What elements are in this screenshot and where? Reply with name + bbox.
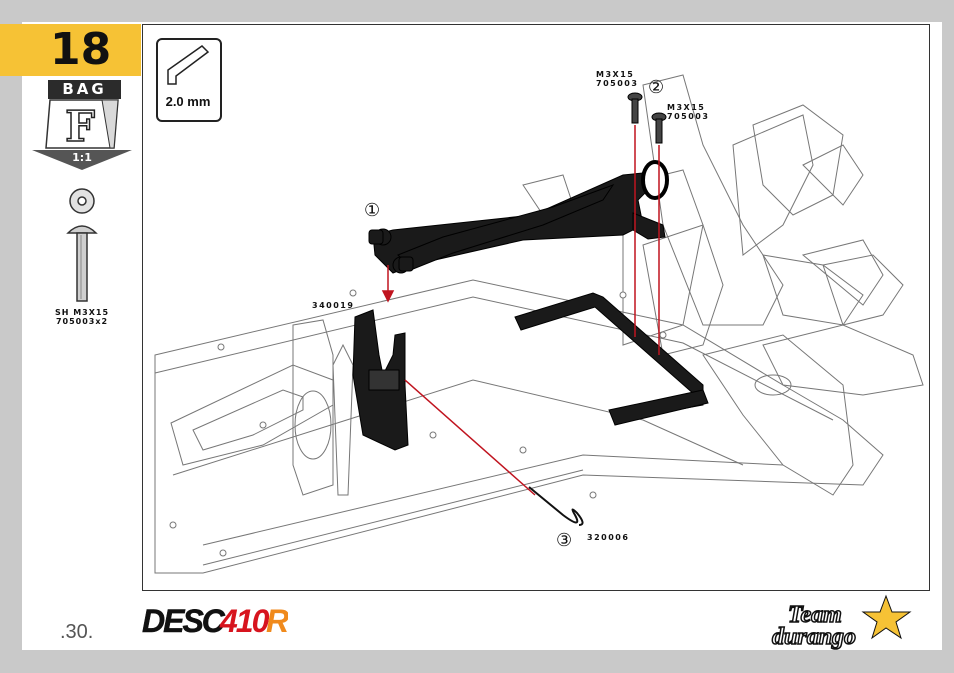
tool-size-label: 2.0 mm [165, 94, 211, 109]
part-name: SH M3X15 [54, 308, 110, 317]
assembly-illustration [143, 25, 928, 588]
screw-code: 705003 [596, 79, 639, 88]
bag-icon: F [44, 98, 124, 150]
part-code: 705003x2 [55, 317, 109, 326]
tool-box [156, 38, 222, 122]
scale-arrow-icon [32, 150, 132, 172]
screw-name: M3X15 [667, 103, 706, 112]
svg-text:410: 410 [219, 603, 270, 639]
washer-and-screw-icon [66, 188, 98, 302]
hex-key-icon [167, 45, 210, 85]
screw-name: M3X15 [596, 70, 635, 79]
bag-letter: F [65, 102, 95, 150]
svg-text:DESC: DESC [142, 603, 226, 639]
step-badge [0, 24, 141, 76]
step-marker-1: ① [364, 200, 381, 221]
parts-list-item: SH M3X15 705003x2 [44, 308, 120, 326]
svg-text:R: R [266, 603, 288, 639]
screw-code: 705003 [667, 112, 710, 121]
bag-label: BAG [48, 80, 121, 99]
desc410r-logo: DESC 410 R [142, 600, 288, 640]
step-number: 18 [50, 24, 112, 75]
part-callout-340019: 340019 [312, 301, 355, 310]
screw-callout-2: M3X15 705003 [667, 103, 709, 121]
page-number: .30. [60, 621, 94, 643]
scale-label: 1:1 [72, 151, 92, 164]
assembly-illustration-frame [142, 24, 930, 591]
step-marker-2: ② [648, 77, 665, 98]
svg-text:Team: Team [788, 602, 842, 628]
svg-text:durango: durango [772, 624, 856, 650]
part-callout-320006: 320006 [587, 533, 630, 542]
step-marker-3: ③ [556, 530, 573, 551]
parts-list [60, 185, 104, 305]
team-durango-logo: Team durango [768, 592, 928, 654]
screw-callout-1: M3X15 705003 [596, 70, 638, 88]
